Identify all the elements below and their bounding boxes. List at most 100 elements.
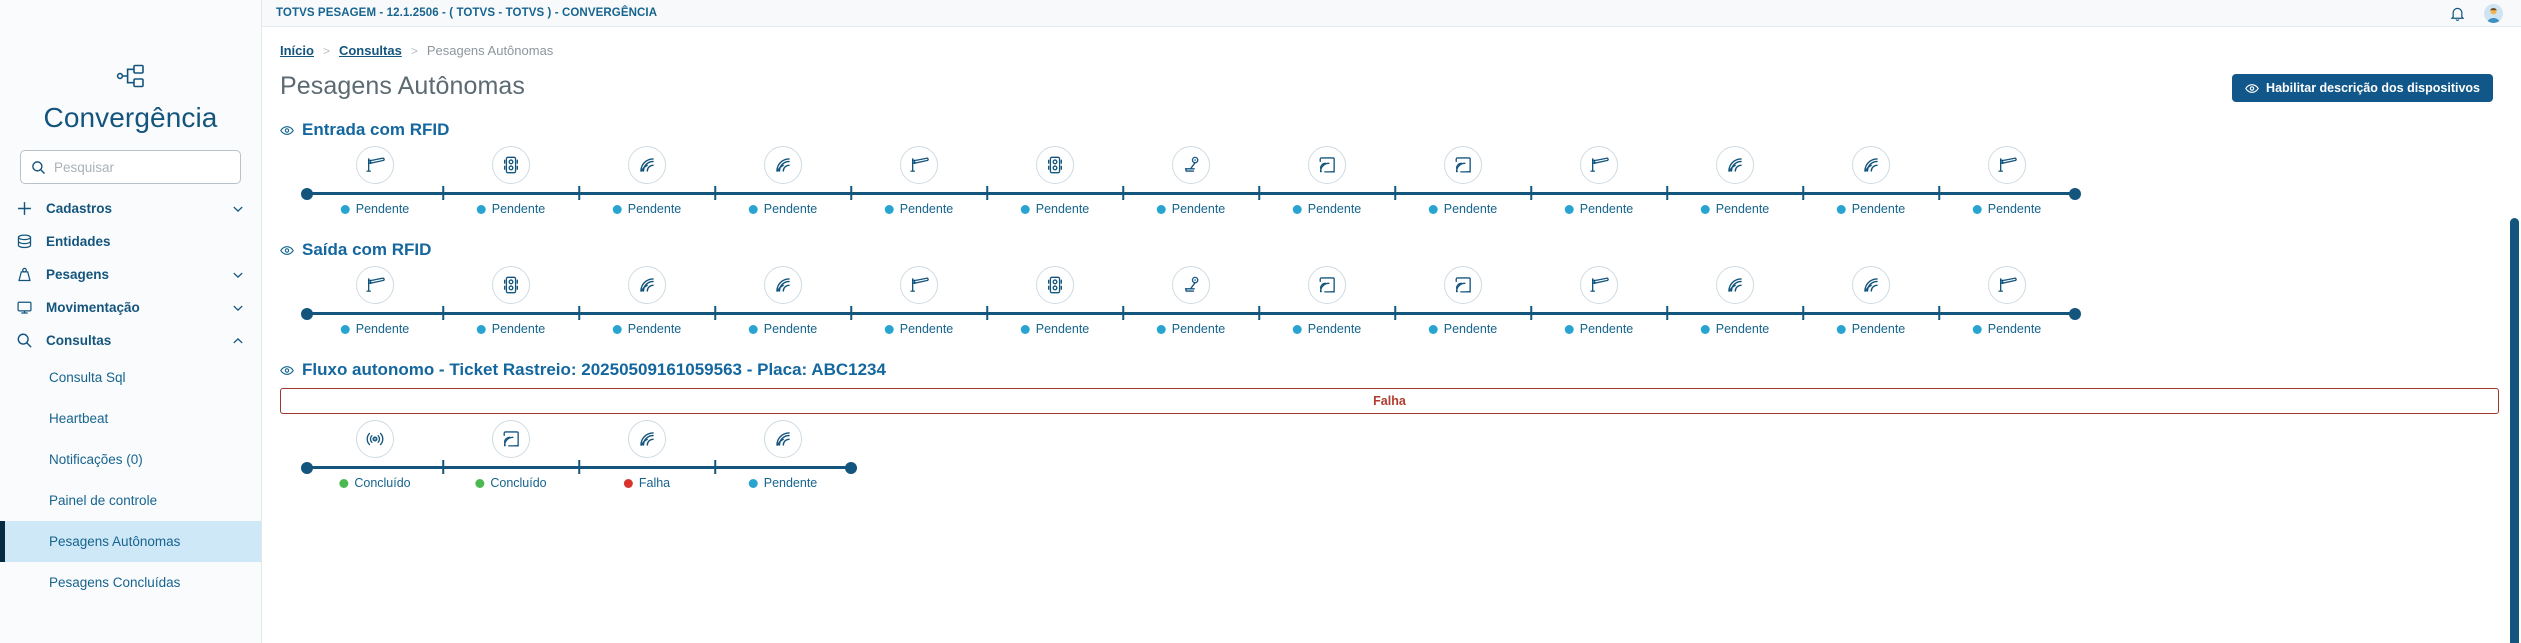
timeline-step-icon[interactable]	[1716, 146, 1754, 184]
timeline-step-icon[interactable]	[1580, 146, 1618, 184]
chevron-down-icon[interactable]	[231, 202, 245, 216]
timeline-step-status: Pendente	[748, 476, 817, 490]
timeline-step-status: Pendente	[612, 202, 681, 216]
chevron-down-icon[interactable]	[231, 268, 245, 282]
timeline-step-icon[interactable]	[1852, 146, 1890, 184]
traffic-light-icon	[500, 274, 522, 296]
status-label: Pendente	[1171, 322, 1226, 336]
status-dot	[1972, 204, 1982, 214]
timeline-step-icon[interactable]	[1036, 146, 1074, 184]
timeline-step-icon[interactable]	[1172, 266, 1210, 304]
timeline-step-status: Pendente	[1428, 202, 1497, 216]
timeline-step-icon[interactable]	[1308, 146, 1346, 184]
timeline-step-status: Pendente	[340, 202, 409, 216]
section-title: Fluxo autonomo - Ticket Rastreio: 202505…	[302, 360, 886, 379]
weight-icon	[14, 265, 34, 285]
timeline-tick	[578, 460, 580, 474]
sidebar-subitem-pesagens-autonomas[interactable]: Pesagens Autônomas	[0, 521, 261, 562]
eye-icon	[2245, 83, 2259, 94]
timeline-tick	[1530, 186, 1532, 200]
timeline-step-icon[interactable]	[356, 266, 394, 304]
timeline-step-status: Pendente	[748, 202, 817, 216]
timeline-step-status: Pendente	[1292, 202, 1361, 216]
search-box[interactable]	[20, 150, 241, 184]
timeline-step-icon[interactable]	[628, 266, 666, 304]
timeline-step-icon[interactable]	[1988, 266, 2026, 304]
sidebar-subitem-label: Heartbeat	[49, 411, 109, 426]
search-input[interactable]	[54, 159, 230, 175]
timeline-step-icon[interactable]	[1172, 146, 1210, 184]
traffic-light-icon	[1044, 154, 1066, 176]
eye-icon[interactable]	[280, 245, 294, 256]
timeline-step-icon[interactable]	[1580, 266, 1618, 304]
status-label: Pendente	[1851, 322, 1906, 336]
section-header: Saída com RFID	[280, 240, 2499, 260]
rfid-signal-icon	[1860, 154, 1882, 176]
page-title: Pesagens Autônomas	[280, 72, 526, 100]
timeline-step-icon[interactable]	[1444, 266, 1482, 304]
timeline-axis	[280, 460, 2499, 474]
eye-icon[interactable]	[280, 125, 294, 136]
sidebar-subitem-notificacoes[interactable]: Notificações (0)	[0, 439, 261, 480]
sidebar-subitem-painel-de-controle[interactable]: Painel de controle	[0, 480, 261, 521]
timeline-tick	[1394, 186, 1396, 200]
eye-icon[interactable]	[280, 365, 294, 376]
status-label: Pendente	[1579, 202, 1634, 216]
sidebar-subitem-pesagens-concluidas[interactable]: Pesagens Concluídas	[0, 562, 261, 603]
timeline-step-status: Pendente	[1700, 322, 1769, 336]
sidebar-subitem-heartbeat[interactable]: Heartbeat	[0, 398, 261, 439]
timeline-step-icon[interactable]	[1716, 266, 1754, 304]
bell-icon[interactable]	[2449, 5, 2466, 22]
timeline-step-icon[interactable]	[764, 146, 802, 184]
sidebar-subitem-label: Painel de controle	[49, 493, 158, 508]
timeline-step-icon[interactable]	[764, 420, 802, 458]
timeline-step-icon[interactable]	[1036, 266, 1074, 304]
page-header: Pesagens Autônomas Habilitar descrição d…	[262, 58, 2521, 102]
breadcrumb-item-inicio[interactable]: Início	[280, 43, 314, 58]
status-label: Pendente	[1171, 202, 1226, 216]
breadcrumb-item-consultas[interactable]: Consultas	[338, 43, 402, 58]
section-saida-rfid: Saída com RFID Pendente Pendente Pendente Pe…	[280, 240, 2499, 342]
rfid-signal-icon	[1724, 154, 1746, 176]
timeline-step-icon[interactable]	[492, 420, 530, 458]
cast-screen-icon	[500, 428, 522, 450]
timeline-tick	[1666, 306, 1668, 320]
rfid-signal-icon	[636, 274, 658, 296]
timeline-tick	[442, 186, 444, 200]
sidebar-item-pesagens[interactable]: Pesagens	[0, 258, 261, 291]
timeline-step-icon[interactable]	[1444, 146, 1482, 184]
sidebar-item-consultas[interactable]: Consultas	[0, 324, 261, 357]
barrier-icon	[1588, 274, 1610, 296]
timeline-step-icon[interactable]	[628, 146, 666, 184]
timeline-step-icon[interactable]	[492, 146, 530, 184]
timeline-step-icon[interactable]	[1988, 146, 2026, 184]
timeline-step-icon[interactable]	[628, 420, 666, 458]
status-label: Pendente	[1987, 322, 2042, 336]
timeline-step-icon[interactable]	[492, 266, 530, 304]
rfid-signal-icon	[1724, 274, 1746, 296]
timeline-step-icon[interactable]	[900, 146, 938, 184]
timeline-step-icon[interactable]	[1852, 266, 1890, 304]
timeline-tick	[442, 460, 444, 474]
avatar[interactable]	[2484, 3, 2503, 23]
sidebar-subitem-consulta-sql[interactable]: Consulta Sql	[0, 357, 261, 398]
timeline-step-icon[interactable]	[900, 266, 938, 304]
vertical-scrollbar-thumb[interactable]	[2510, 218, 2519, 643]
timeline-step-icon[interactable]	[1308, 266, 1346, 304]
timeline-step-icon[interactable]	[356, 146, 394, 184]
vertical-scrollbar-track[interactable]	[2508, 106, 2521, 643]
breadcrumb-separator: >	[410, 43, 418, 58]
chevron-up-icon[interactable]	[231, 334, 245, 348]
sidebar-subitem-label: Pesagens Autônomas	[49, 534, 181, 549]
timeline-step-icon[interactable]	[764, 266, 802, 304]
cast-screen-icon	[1316, 154, 1338, 176]
timeline-step-status: Pendente	[884, 202, 953, 216]
chevron-down-icon[interactable]	[231, 301, 245, 315]
sidebar-item-movimentacao[interactable]: Movimentação	[0, 291, 261, 324]
sidebar-item-entidades[interactable]: Entidades	[0, 225, 261, 258]
habilitar-descricao-dispositivos-button[interactable]: Habilitar descrição dos dispositivos	[2232, 74, 2493, 102]
timeline-step-icon[interactable]	[356, 420, 394, 458]
sidebar-item-cadastros[interactable]: Cadastros	[0, 192, 261, 225]
